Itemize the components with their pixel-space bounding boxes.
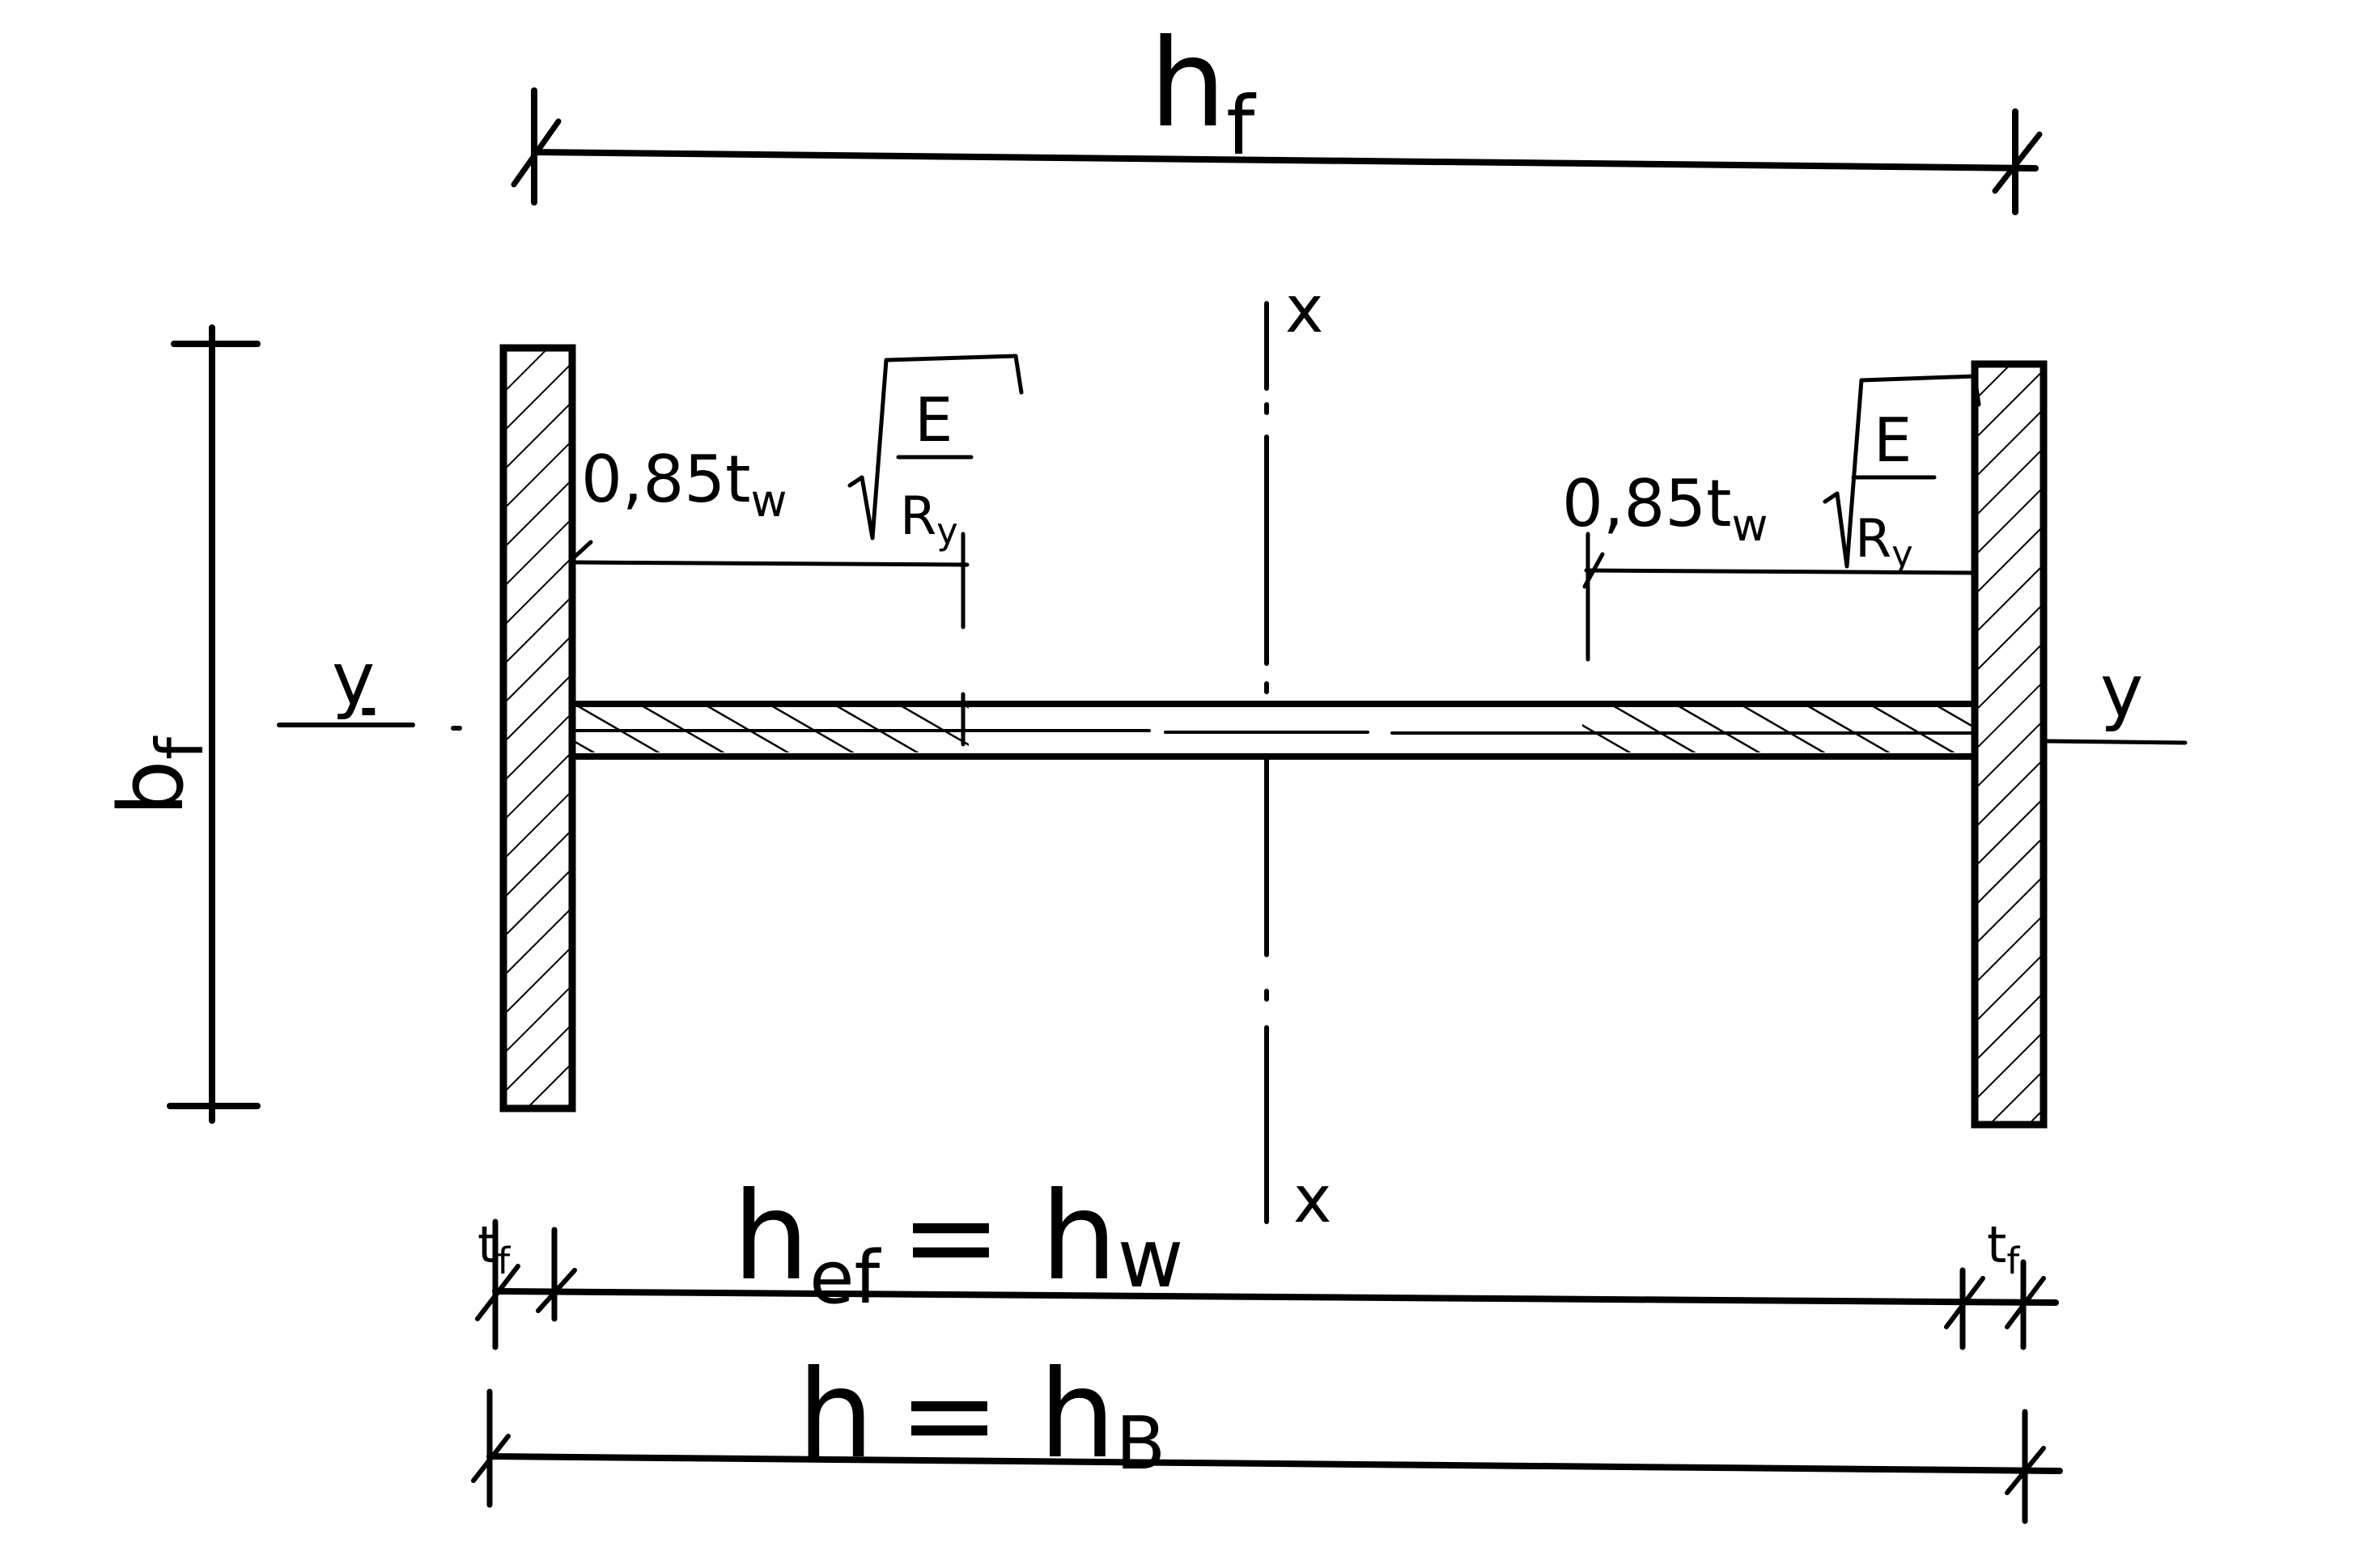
svg-text:Ry: Ry xyxy=(900,486,958,553)
flange-thickness-right-label: tf xyxy=(1987,1215,2020,1282)
left-formula-dimension xyxy=(571,532,970,747)
left-dimension-line xyxy=(167,324,261,1124)
total-height-dimension-line xyxy=(471,1388,2063,1524)
svg-text:E: E xyxy=(915,384,953,456)
svg-text:0,85tw: 0,85tw xyxy=(581,442,787,527)
left-formula: 0,85tw E Ry xyxy=(581,354,1024,553)
web-height-dimension-line xyxy=(475,1218,2059,1350)
web-height-label: hef= hw xyxy=(732,1167,1183,1320)
svg-text:E: E xyxy=(1874,405,1912,476)
axis-y-right-label: y xyxy=(2100,649,2143,734)
svg-text:Ry: Ry xyxy=(1855,509,1913,575)
axis-x-bottom-label: x xyxy=(1293,1162,1331,1237)
total-height-label: h= hB xyxy=(797,1345,1165,1486)
left-dimension-label: bf xyxy=(100,735,218,816)
axis-x-top-label: x xyxy=(1285,272,1323,347)
right-formula-dimension xyxy=(1582,532,1977,662)
right-flange xyxy=(1971,360,2048,1129)
left-flange xyxy=(499,344,576,1112)
svg-text:0,85tw: 0,85tw xyxy=(1562,466,1768,551)
axis-y-line xyxy=(277,723,2188,745)
top-dimension-label: hf xyxy=(1149,14,1257,173)
flange-thickness-left-label: tf xyxy=(478,1215,511,1282)
top-dimension-line xyxy=(511,87,2043,215)
axis-y-left-label: y xyxy=(332,637,375,722)
right-formula: 0,85tw E Ry xyxy=(1562,374,1981,575)
